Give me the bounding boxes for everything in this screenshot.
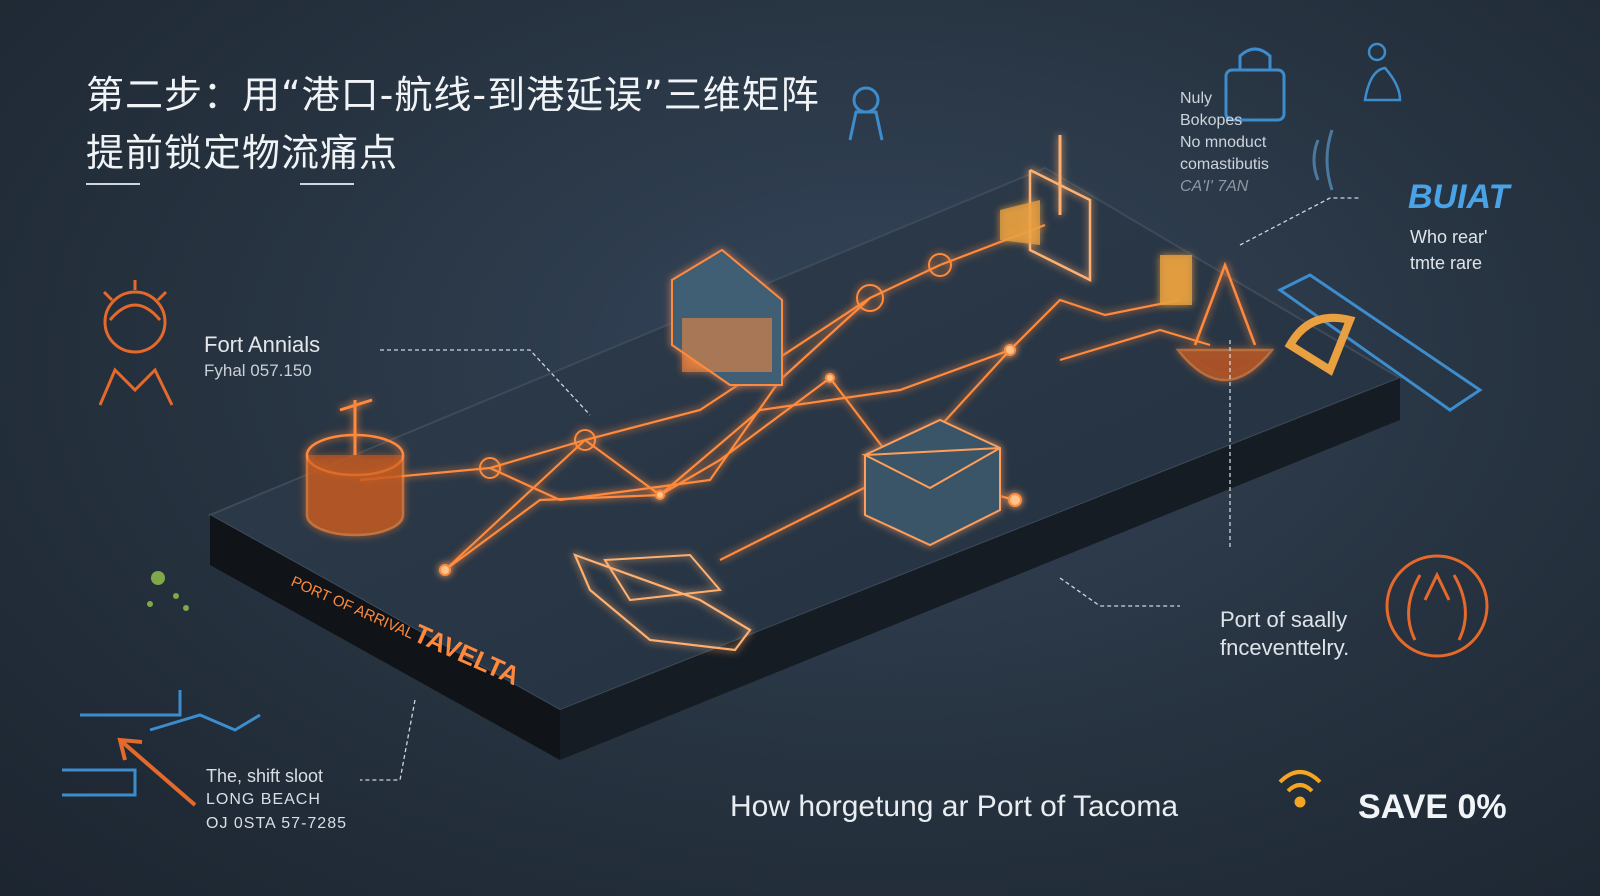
sally-line-1: Port of saally <box>1220 607 1348 632</box>
port-terminal-icon <box>305 398 405 537</box>
title-underline-right <box>300 183 354 185</box>
title-line-1: 第二步：用“港口-航线-到港延误”三维矩阵 <box>86 73 820 117</box>
dock-ramp-icon <box>1277 273 1483 412</box>
wifi-icon <box>1278 770 1322 808</box>
sally-line-2: fnceventtelry. <box>1220 635 1350 660</box>
route-nodes <box>439 253 1022 576</box>
who-line-1: Who rear' <box>1410 227 1488 247</box>
trend-chart-icon <box>62 690 261 797</box>
warehouse-icon <box>671 248 783 386</box>
who-line-2: tmte rare <box>1410 253 1483 273</box>
wreath-badge-icon <box>1385 554 1489 658</box>
topright-line-4: comastibutis <box>1180 156 1269 173</box>
topright-line-2: Bokopes <box>1180 112 1243 129</box>
decorative-dots <box>147 571 189 611</box>
arrow-icon <box>117 737 197 807</box>
arrival-callout-sub: Fyhal 057.150 <box>204 361 312 380</box>
title-underline-left <box>86 183 140 185</box>
lock-icon <box>1224 47 1286 122</box>
platform-board <box>207 166 1403 760</box>
footer-tagline: How horgetung ar Port of Tacoma <box>730 790 1179 823</box>
topright-line-3: No mnoduct <box>1180 134 1267 151</box>
shift-line-3: OJ 0STA 57-7285 <box>206 815 347 832</box>
topright-line-1: Nuly <box>1180 90 1213 107</box>
crane-icon <box>1000 135 1192 305</box>
sitting-person-icon <box>1363 42 1402 102</box>
topright-callout: Nuly Bokopes No mnoduct comastibutis CA'… <box>1180 88 1269 198</box>
cargo-ship-icon <box>572 553 752 652</box>
arrival-callout: Fort Annials Fyhal 057.150 <box>204 332 320 384</box>
title-line-2: 提前锁定物流痛点 <box>86 131 399 175</box>
harbor-boat-icon <box>1175 261 1275 382</box>
page-title: 第二步：用“港口-航线-到港延误”三维矩阵 提前锁定物流痛点 <box>86 66 820 182</box>
shift-line-2: LONG BEACH <box>206 791 321 808</box>
signal-icon <box>1312 129 1334 191</box>
who-callout: Who rear' tmte rare <box>1410 224 1487 276</box>
callout-lines <box>360 197 1360 781</box>
arrival-callout-title: Fort Annials <box>204 332 321 357</box>
buiat-heading: BUIAT <box>1408 178 1510 216</box>
shift-line-1: The, shift sloot <box>206 766 324 786</box>
worker-person-icon <box>98 280 174 406</box>
sally-callout: Port of saally fnceventtelry. <box>1220 606 1349 662</box>
save-badge: SAVE 0% <box>1358 788 1507 826</box>
topright-line-5: CA'I' 7AN <box>1180 178 1249 195</box>
container-stack-icon <box>861 418 1001 547</box>
robot-icon <box>848 86 884 141</box>
shift-callout: The, shift sloot LONG BEACH OJ 0STA 57-7… <box>206 764 347 836</box>
